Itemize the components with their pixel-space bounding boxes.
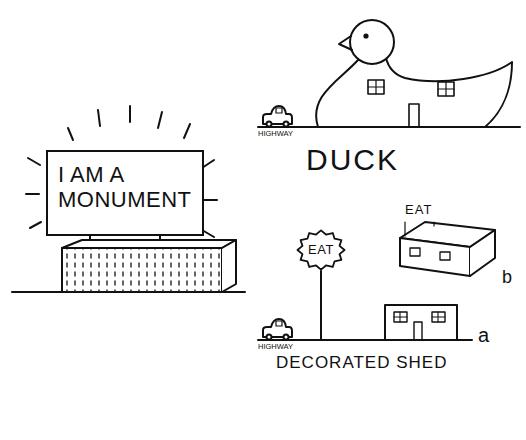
duck-building — [258, 20, 520, 127]
variant-letter: a — [478, 324, 489, 346]
decorated-shed-title: DECORATED SHED — [276, 354, 447, 373]
sign-text: I AM A MONUMENT — [58, 162, 192, 213]
sign-rays — [26, 106, 217, 237]
starburst-text: EAT — [308, 243, 334, 258]
duck-title: DUCK — [306, 143, 399, 176]
highway-label: HIGHWAY — [258, 130, 293, 138]
highway-label: HIGHWAY — [258, 343, 293, 351]
shed-a-building — [258, 271, 472, 340]
monument-building — [12, 236, 245, 292]
shed-b-building — [400, 222, 495, 276]
roof-sign-letters: EAT — [405, 203, 432, 217]
variant-letter: b — [502, 268, 512, 288]
billboard-sign: I AM A MONUMENT — [46, 150, 204, 236]
starburst-outline — [297, 230, 344, 269]
eat-starburst-sign: EAT — [297, 230, 345, 270]
